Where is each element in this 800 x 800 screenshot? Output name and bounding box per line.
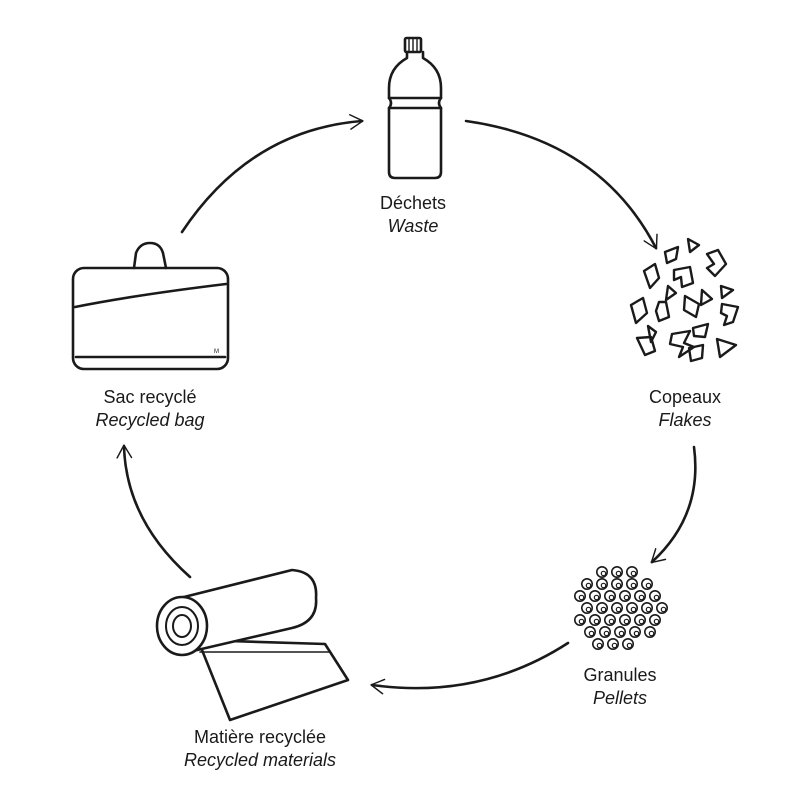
pellet-highlight (653, 594, 660, 601)
pellet (595, 577, 608, 590)
label-pellets-fr: Granules (583, 665, 657, 685)
label-waste-fr: Déchets (379, 193, 447, 213)
pellet-highlight (585, 606, 592, 613)
pellet-highlight (618, 630, 625, 637)
pellet-highlight (630, 606, 637, 613)
pellet (655, 601, 668, 614)
pellet-highlight (648, 630, 655, 637)
label-flakes-fr: Copeaux (648, 387, 722, 407)
pellet (591, 637, 604, 650)
pellet-highlight (653, 618, 660, 625)
pellet (606, 637, 619, 650)
pellet-highlight (623, 618, 630, 625)
pellet (640, 601, 653, 614)
pellet-highlight (596, 642, 603, 649)
label-materials-en: Recycled materials (183, 750, 337, 770)
arrow-pellets-to-materials (370, 641, 570, 695)
arrow-bag-to-waste (180, 114, 364, 234)
pellet-highlight (600, 582, 607, 589)
pellet-highlight (593, 594, 600, 601)
pellet (633, 589, 646, 602)
pellet-highlight (578, 594, 585, 601)
laptop-bag-icon: M (71, 241, 230, 371)
pellet-highlight (660, 606, 667, 613)
pellet (625, 577, 638, 590)
bag-logo: M (214, 349, 219, 355)
pellet (618, 613, 631, 626)
pellet-highlight (600, 570, 607, 577)
pellet (573, 589, 586, 602)
plastic-flakes-icon (629, 237, 740, 363)
pellet (595, 565, 608, 578)
pellet-highlight (633, 630, 640, 637)
label-bag: Sac recyclé Recycled bag (50, 386, 250, 432)
pellet (610, 601, 623, 614)
pellet-highlight (623, 594, 630, 601)
pellet-highlight (630, 570, 637, 577)
pellet (610, 565, 623, 578)
pellet (588, 589, 601, 602)
pellet (640, 577, 653, 590)
label-waste: Déchets Waste (313, 192, 513, 238)
pellet (580, 577, 593, 590)
label-materials: Matière recyclée Recycled materials (130, 726, 390, 772)
pellet-highlight (578, 618, 585, 625)
pellet-highlight (593, 618, 600, 625)
pellet-highlight (608, 594, 615, 601)
pellet-highlight (615, 582, 622, 589)
pellet-highlight (611, 642, 618, 649)
pellet (603, 613, 616, 626)
pellet-highlight (615, 570, 622, 577)
pellet-highlight (588, 630, 595, 637)
pellet (603, 589, 616, 602)
pellet-highlight (645, 582, 652, 589)
plastic-bottle-icon (387, 36, 443, 180)
label-pellets-en: Pellets (592, 688, 648, 708)
pellet (618, 589, 631, 602)
pellet (633, 613, 646, 626)
pellet-highlight (638, 594, 645, 601)
pellet (648, 613, 661, 626)
label-bag-fr: Sac recyclé (103, 387, 197, 407)
arrow-materials-to-bag (116, 444, 192, 579)
label-bag-en: Recycled bag (95, 410, 205, 430)
pellet-highlight (638, 618, 645, 625)
pellet-highlight (645, 606, 652, 613)
pellet-highlight (608, 618, 615, 625)
label-waste-en: Waste (387, 216, 439, 236)
pellet-highlight (603, 630, 610, 637)
arrow-flakes-to-pellets (650, 445, 697, 564)
label-flakes-en: Flakes (658, 410, 712, 430)
pellet (648, 589, 661, 602)
pellet (610, 577, 623, 590)
pellet (643, 625, 656, 638)
label-flakes: Copeaux Flakes (585, 386, 785, 432)
pellet-highlight (585, 582, 592, 589)
pellet (628, 625, 641, 638)
pellet-highlight (630, 582, 637, 589)
label-materials-fr: Matière recyclée (193, 727, 327, 747)
pellet (588, 613, 601, 626)
fabric-roll-icon (155, 568, 350, 722)
pellet-highlight (600, 606, 607, 613)
pellet (625, 601, 638, 614)
plastic-pellets-icon (573, 565, 668, 650)
pellet (598, 625, 611, 638)
pellet (583, 625, 596, 638)
pellet (613, 625, 626, 638)
label-pellets: Granules Pellets (520, 664, 720, 710)
arrow-waste-to-flakes (464, 119, 658, 250)
pellet (595, 601, 608, 614)
pellet (580, 601, 593, 614)
pellet-highlight (615, 606, 622, 613)
pellet-highlight (626, 642, 633, 649)
pellet (573, 613, 586, 626)
pellet (625, 565, 638, 578)
pellet (621, 637, 634, 650)
